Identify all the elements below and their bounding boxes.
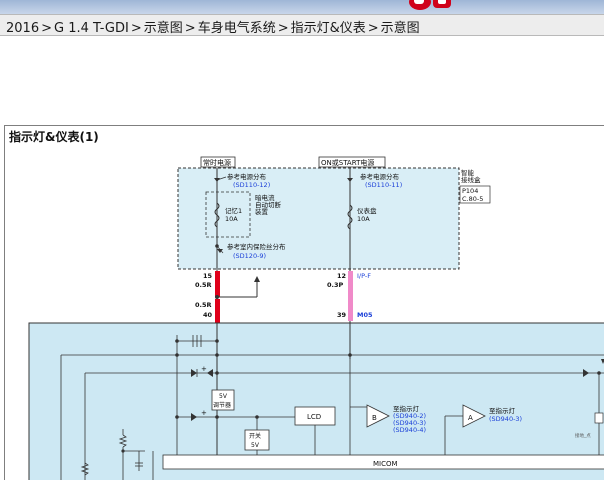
plus-sign-2: + <box>201 409 207 417</box>
wiring-diagram-panel: 常时电源 ON或START电源 智能 接线盒 P104 C.80-5 参考电源分… <box>4 145 604 484</box>
top-banner <box>0 0 604 14</box>
breadcrumb-body-electrical[interactable]: 车身电气系统 <box>197 21 276 36</box>
breadcrumb-indicator-cluster[interactable]: 指示灯&仪表 <box>290 21 366 36</box>
dark-current-label-2: 自动切断 <box>255 200 282 209</box>
smart-box-code-1: P104 <box>462 187 478 195</box>
smart-box-label-1: 智能 <box>461 168 475 177</box>
pin-left-bottom: 40 <box>203 311 213 319</box>
breadcrumb-year[interactable]: 2016 <box>6 21 40 36</box>
breadcrumb-schematic[interactable]: 示意图 <box>143 21 183 36</box>
connector-top[interactable]: I/P-F <box>357 272 371 280</box>
ref-power-right-link[interactable]: (SD110-11) <box>365 181 402 189</box>
wire-right-top: 0.3P <box>327 281 344 289</box>
memory-fuse-label: 记忆1 <box>225 206 242 215</box>
lcd-label: LCD <box>307 413 321 421</box>
small-right-label: 接地_点 <box>575 432 591 439</box>
amp-b-label: B <box>372 414 377 422</box>
to-indicator-a-label: 至指示灯 <box>489 406 516 415</box>
smart-box-code-box <box>459 185 491 204</box>
always-power-label: 常时电源 <box>203 158 231 167</box>
amp-b-symbol <box>366 404 390 428</box>
to-indicator-b-link-3[interactable]: (SD940-4) <box>393 426 426 434</box>
dark-current-label-3: 装置 <box>255 207 269 216</box>
plus-sign-1: + <box>201 365 207 373</box>
pin-left-top: 15 <box>203 272 213 280</box>
red-wire-upper <box>215 271 220 297</box>
memory-fuse-symbol <box>214 202 220 228</box>
breadcrumb-separator: > <box>367 21 379 36</box>
ref-power-left-label: 参考电源分布 <box>227 172 267 181</box>
micom-box <box>162 454 604 470</box>
to-indicator-b-label: 至指示灯 <box>393 404 420 413</box>
cluster-fuse-rating: 10A <box>357 215 370 223</box>
brand-logo <box>409 0 451 10</box>
breadcrumb-current: 示意图 <box>380 21 420 36</box>
memory-fuse-rating: 10A <box>225 215 238 223</box>
dark-current-label-1: 暗电流 <box>255 193 275 202</box>
ref-power-left-link[interactable]: (SD110-12) <box>233 181 270 189</box>
regulator-label-1: 5V <box>219 393 228 400</box>
breadcrumb-separator: > <box>130 21 142 36</box>
pin-right-top: 12 <box>337 272 346 280</box>
smart-box-code-2: C.80-5 <box>462 195 483 203</box>
to-indicator-b-link-1[interactable]: (SD940-2) <box>393 412 426 420</box>
to-indicator-b-link-2[interactable]: (SD940-3) <box>393 419 426 427</box>
pin-right-bottom: 39 <box>337 311 347 319</box>
breadcrumb-separator: > <box>277 21 289 36</box>
always-power-box <box>200 156 236 168</box>
ref-power-right-label: 参考电源分布 <box>360 172 400 181</box>
regulator-box <box>211 389 235 411</box>
connector-bottom[interactable]: M05 <box>357 311 373 319</box>
breadcrumb-separator: > <box>41 21 52 36</box>
breadcrumb-engine[interactable]: G 1.4 T-GDI <box>54 21 129 36</box>
switch-label-1: 开关 <box>249 432 261 440</box>
ref-fuse-link[interactable]: (SD120-9) <box>233 252 266 260</box>
to-indicator-a-link[interactable]: (SD940-3) <box>489 415 522 423</box>
panel-title: 指示灯&仪表(1) <box>4 125 604 145</box>
breadcrumb-separator: > <box>184 21 196 36</box>
wire-left-top: 0.5R <box>195 281 212 289</box>
cluster-fuse-label: 仪表盘 <box>357 206 377 215</box>
on-start-power-box <box>318 156 386 168</box>
regulator-label-2: 调节器 <box>213 401 231 409</box>
on-start-power-label: ON或START电源 <box>321 158 374 167</box>
switch-box <box>244 429 270 451</box>
wiring-diagram: 常时电源 ON或START电源 智能 接线盒 P104 C.80-5 参考电源分… <box>28 156 604 484</box>
dark-current-box <box>205 191 251 238</box>
ref-fuse-label: 参考室内保险丝分布 <box>227 242 286 251</box>
amp-a-label: A <box>468 414 473 422</box>
switch-label-2: 5V <box>251 442 260 449</box>
smart-junction-box <box>177 167 460 270</box>
wire-left-bottom: 0.5R <box>195 301 212 309</box>
red-wire-lower <box>215 299 220 323</box>
micom-label: MICOM <box>373 460 398 468</box>
breadcrumb: 2016>G 1.4 T-GDI>示意图>车身电气系统>指示灯&仪表>示意图 <box>0 14 604 36</box>
smart-box-label-2: 接线盒 <box>461 175 481 184</box>
pink-wire <box>348 271 353 321</box>
cluster-fuse-symbol <box>347 204 353 230</box>
